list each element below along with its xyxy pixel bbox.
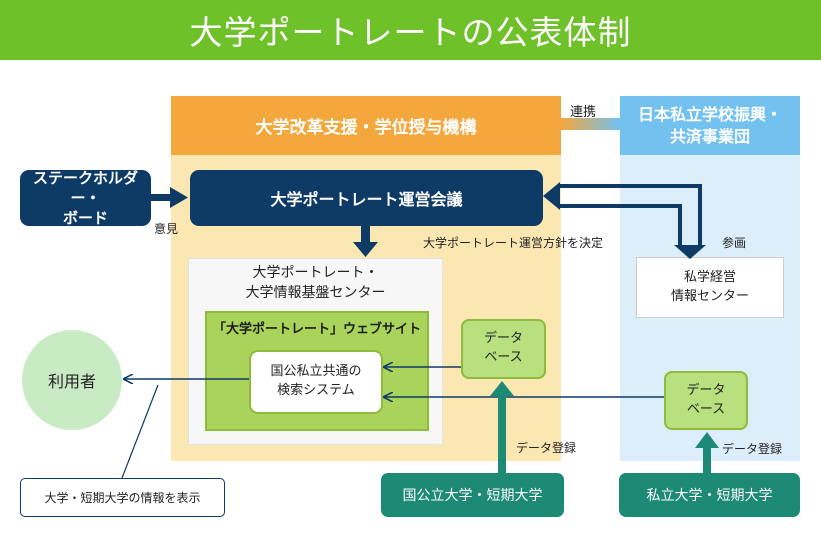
database-right: データ ベース (664, 371, 748, 430)
mutual-header-line2: 共済事業団 (669, 126, 750, 146)
national-public-universities: 国公立大学・短期大学 (381, 473, 564, 517)
private-universities: 私立大学・短期大学 (619, 473, 800, 517)
user-label: 利用者 (47, 372, 96, 391)
page-title: 大学ポートレートの公表体制 (0, 0, 821, 60)
stakeholder-line2: ボード (62, 209, 108, 228)
cooperation-label: 連携 (570, 105, 597, 120)
user-circle: 利用者 (22, 330, 122, 430)
database-left-line1: データ (483, 331, 523, 347)
search-system-line2: 検索システム (277, 383, 355, 398)
cooperation-link-band (561, 118, 620, 130)
council-label: 大学ポートレート運営会議 (270, 190, 463, 209)
mutual-header-line1: 日本私立学校振興・ (637, 104, 782, 124)
participation-label: 参画 (722, 236, 747, 250)
stakeholder-board: ステークホルダー・ ボード (20, 168, 151, 228)
info-display-label: 大学・短期大学の情報を表示 (44, 491, 201, 505)
org-header: 大学改革支援・学位授与機構 (171, 96, 561, 155)
opinion-label: 意見 (154, 222, 179, 236)
website-label: 「大学ポートレート」ウェブサイト (212, 322, 421, 337)
search-system: 国公私立共通の 検索システム (249, 350, 383, 414)
private-univ-label: 私立大学・短期大学 (646, 488, 773, 504)
data-registration-left-label: データ登録 (516, 441, 577, 455)
private-center-line1: 私学経営 (683, 269, 736, 285)
private-center-line2: 情報センター (670, 288, 749, 304)
page-title-text: 大学ポートレートの公表体制 (189, 13, 632, 52)
database-right-line2: ベース (686, 401, 726, 417)
stakeholder-line1: ステークホルダー・ (32, 168, 138, 207)
mutual-aid-header: 日本私立学校振興・ 共済事業団 (620, 96, 800, 155)
database-left-line2: ベース (484, 350, 523, 365)
data-registration-right-label: データ登録 (722, 442, 783, 456)
callout-pointer-line (121, 384, 159, 479)
policy-label: 大学ポートレート運営方針を決定 (423, 236, 604, 250)
private-management-info-center: 私学経営 情報センター (636, 257, 784, 318)
database-right-line1: データ (686, 382, 726, 398)
national-public-label: 国公立大学・短期大学 (402, 488, 543, 504)
center-label-line2: 大学情報基盤センター (245, 285, 386, 302)
search-system-line1: 国公私立共通の (270, 364, 362, 380)
center-label-line1: 大学ポートレート・ (252, 265, 379, 281)
center-label: 大学ポートレート・ 大学情報基盤センター (188, 263, 443, 304)
org-header-text: 大学改革支援・学位授与機構 (255, 118, 477, 138)
info-display-callout: 大学・短期大学の情報を表示 (20, 478, 225, 517)
database-left: データ ベース (461, 319, 546, 379)
management-council: 大学ポートレート運営会議 (190, 170, 543, 226)
